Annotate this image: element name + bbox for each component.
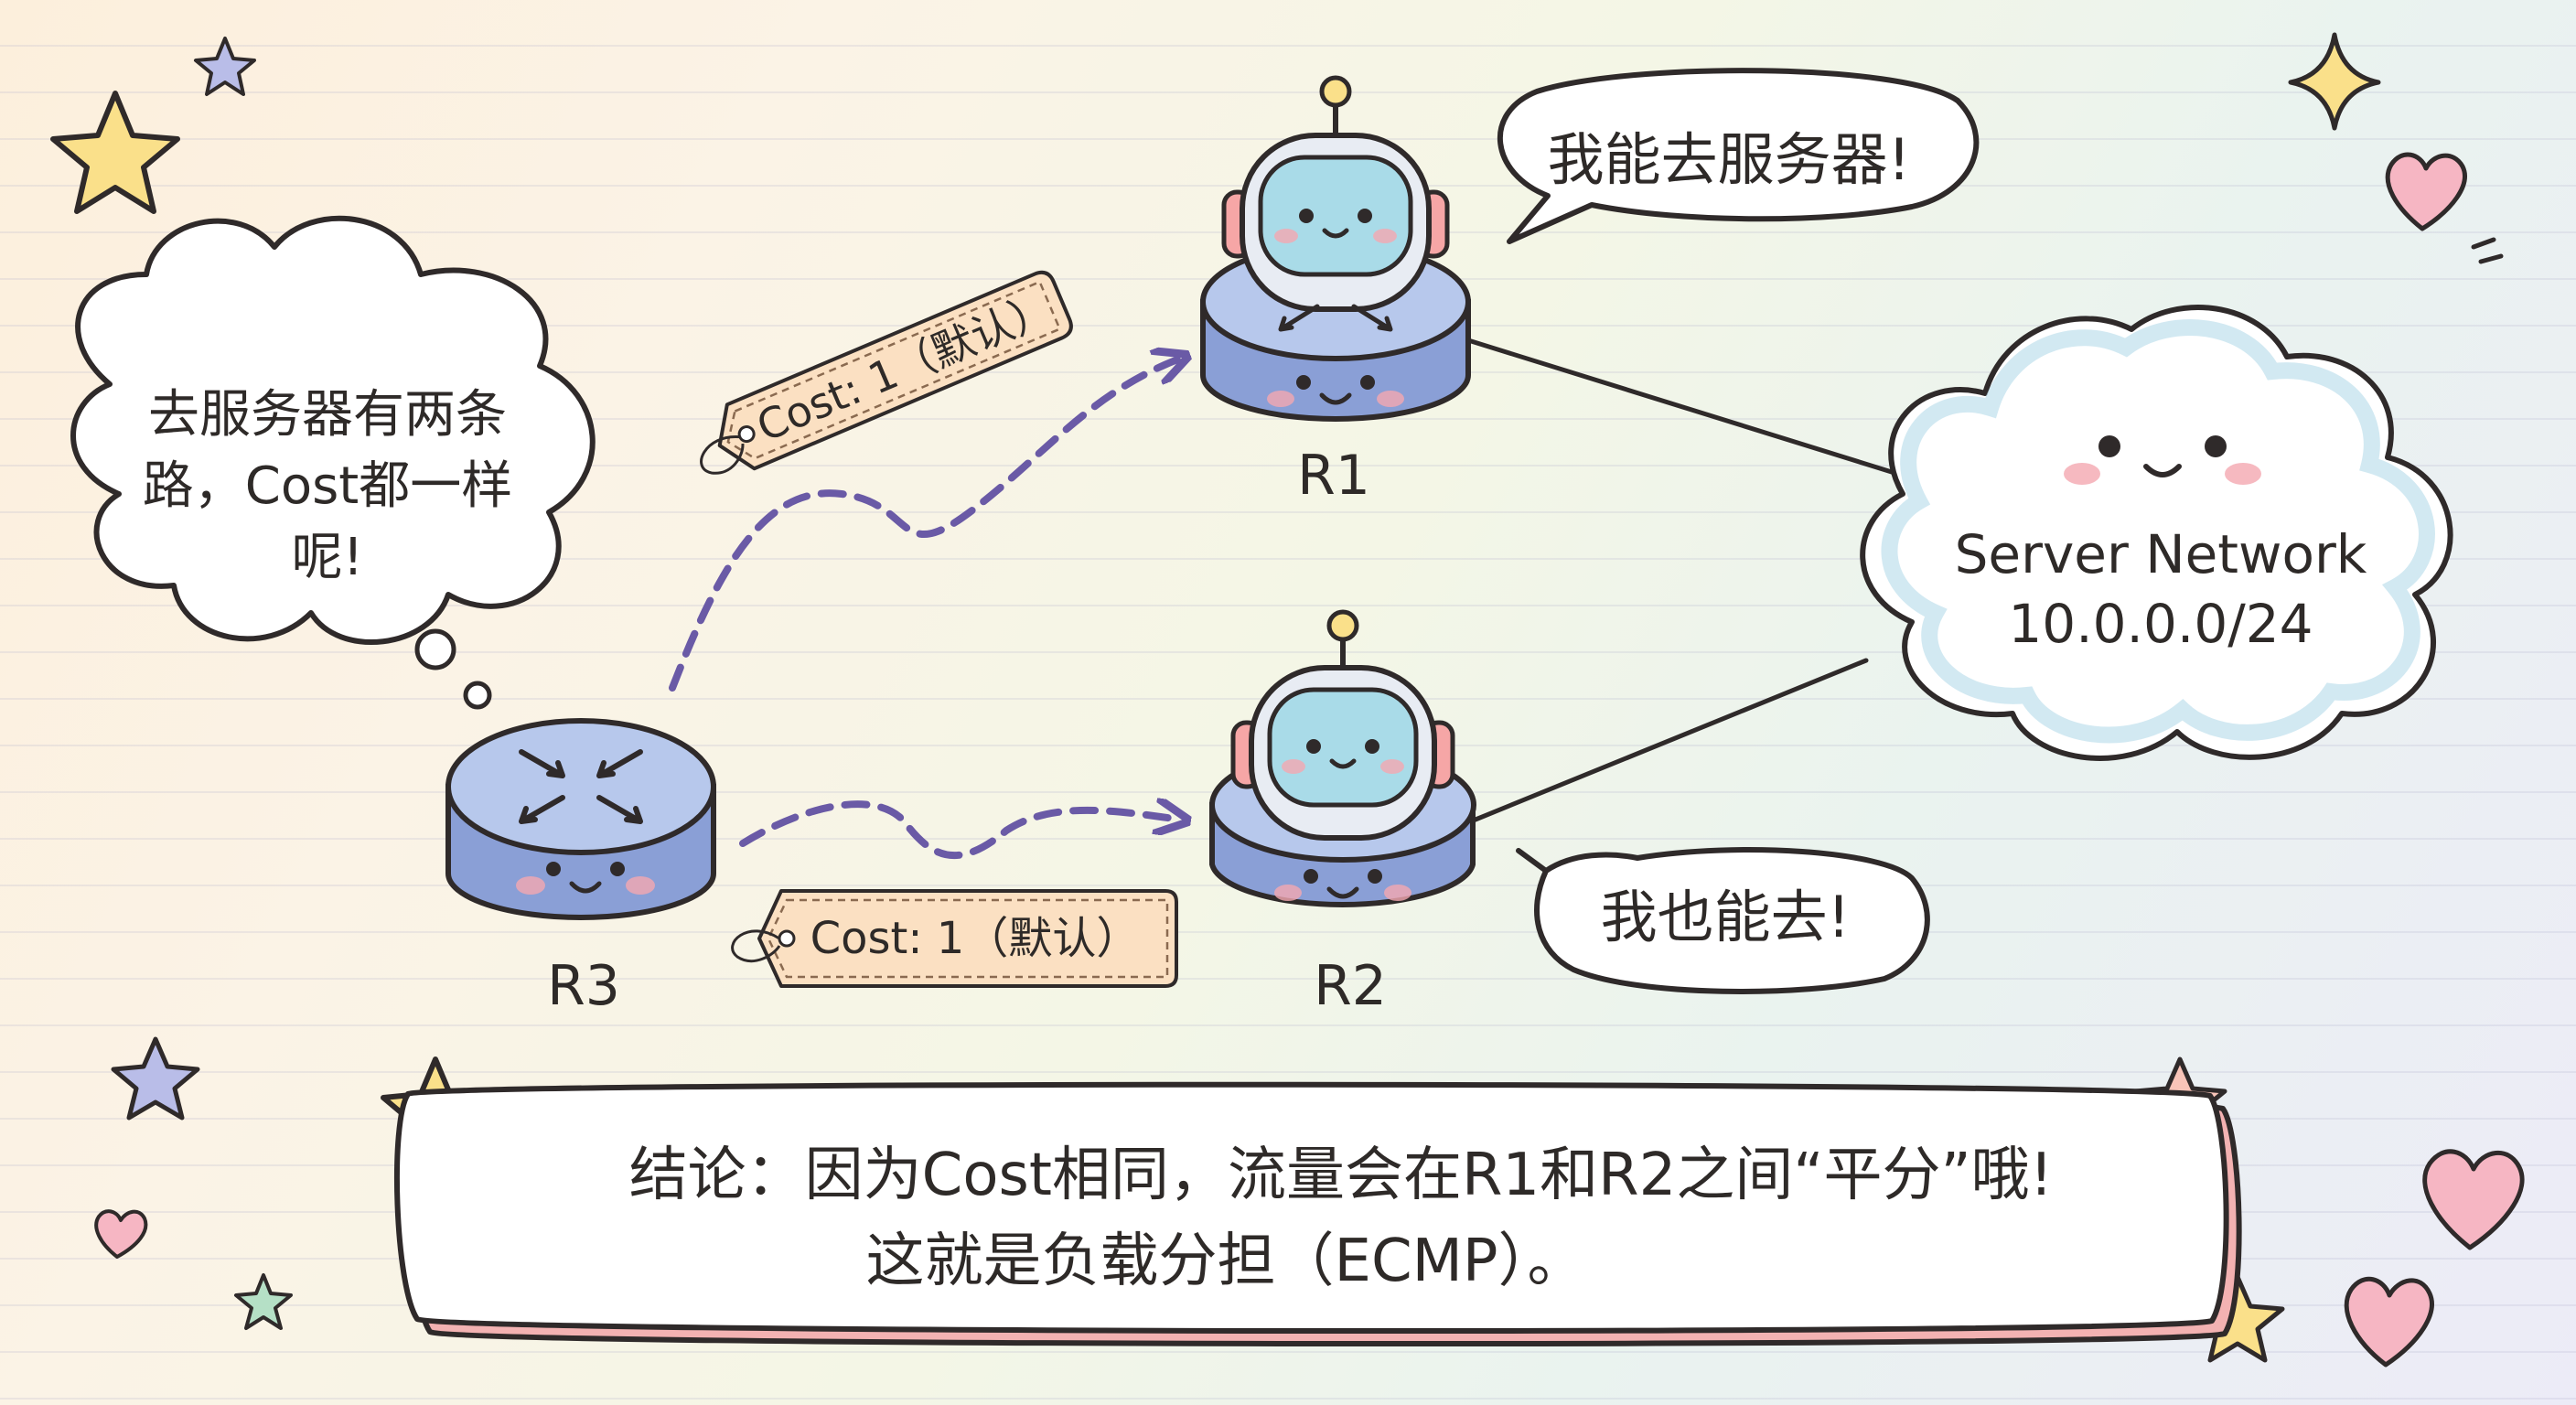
router-r3: R3 (445, 718, 716, 1018)
cost-tag-r3-r2: Cost: 1（默认） (731, 889, 1178, 988)
server-network-subnet: 10.0.0.0/24 (2008, 593, 2313, 655)
router-face-icon (516, 862, 655, 895)
sparkle-icon (2288, 32, 2381, 131)
cost-tag-r3-r1: Cost: 1（默认） (700, 270, 1073, 475)
heart-icon (2385, 152, 2467, 231)
router-label-r3: R3 (547, 954, 620, 1018)
conclusion-line-1: 结论：因为Cost相同，流量会在R1和R2之间“平分”哦! (629, 1142, 2054, 1209)
r3-thought-line-2: 路，Cost都一样 (143, 456, 513, 516)
lavender-star-icon (194, 37, 256, 96)
cost-label-r3-r1: Cost: 1（默认） (750, 283, 1060, 452)
lavender-star-icon (111, 1036, 200, 1121)
r1-speech-bubble: 我能去服务器! (1497, 68, 1980, 244)
dashed-arrow-r3-r2 (739, 804, 1180, 860)
router-label-r1: R1 (1297, 444, 1370, 508)
router-face-icon (1267, 375, 1404, 407)
router-r1: R1 (1200, 75, 1471, 508)
solid-links (1465, 338, 1924, 824)
robot-head (1221, 75, 1450, 332)
link-r2-server (1468, 658, 1869, 824)
routing-arrows-icon (519, 749, 643, 824)
thought-dot (414, 628, 456, 670)
tag-hole-icon (778, 929, 796, 948)
r2-speech-bubble: 我也能去! (1516, 847, 1930, 994)
conclusion-line-2: 这就是负载分担（ECMP）。 (866, 1228, 1586, 1295)
r3-thought-line-1: 去服务器有两条 (148, 385, 507, 445)
router-face-icon (1274, 869, 1411, 901)
antenna-icon (1319, 75, 1352, 108)
router-r2: R2 (1209, 609, 1476, 1018)
r3-thought-bubble: 去服务器有两条 路，Cost都一样 呢! (70, 215, 596, 710)
mint-star-icon (234, 1273, 293, 1330)
yellow-star-icon (50, 91, 180, 214)
thought-dot (463, 681, 492, 710)
cost-label-r3-r2: Cost: 1（默认） (810, 913, 1141, 964)
heart-icon (94, 1209, 148, 1259)
robot-head (1230, 609, 1455, 841)
r3-thought-line-3: 呢! (292, 528, 363, 587)
tag-string-icon (700, 435, 745, 475)
routing-arrows-icon (1278, 304, 1393, 332)
dashed-arrow-r3-r1 (669, 359, 1180, 692)
conclusion-banner: 结论：因为Cost相同，流量会在R1和R2之间“平分”哦! 这就是负载分担（EC… (393, 1081, 2242, 1347)
sparkle-lines-icon (2471, 237, 2504, 264)
server-network-cloud: Server Network 10.0.0.0/24 (1860, 305, 2453, 761)
cloud-face-icon (2064, 435, 2261, 485)
tag-string-icon (731, 929, 781, 963)
antenna-icon (1326, 609, 1359, 642)
heart-icon (2344, 1276, 2434, 1367)
server-network-name: Server Network (1955, 523, 2367, 585)
heart-icon (2422, 1149, 2525, 1250)
dashed-arrows (669, 359, 1180, 860)
link-r1-server (1465, 338, 1924, 484)
r2-speech-text: 我也能去! (1601, 884, 1851, 950)
router-label-r2: R2 (1314, 954, 1387, 1018)
r1-speech-text: 我能去服务器! (1548, 126, 1911, 193)
